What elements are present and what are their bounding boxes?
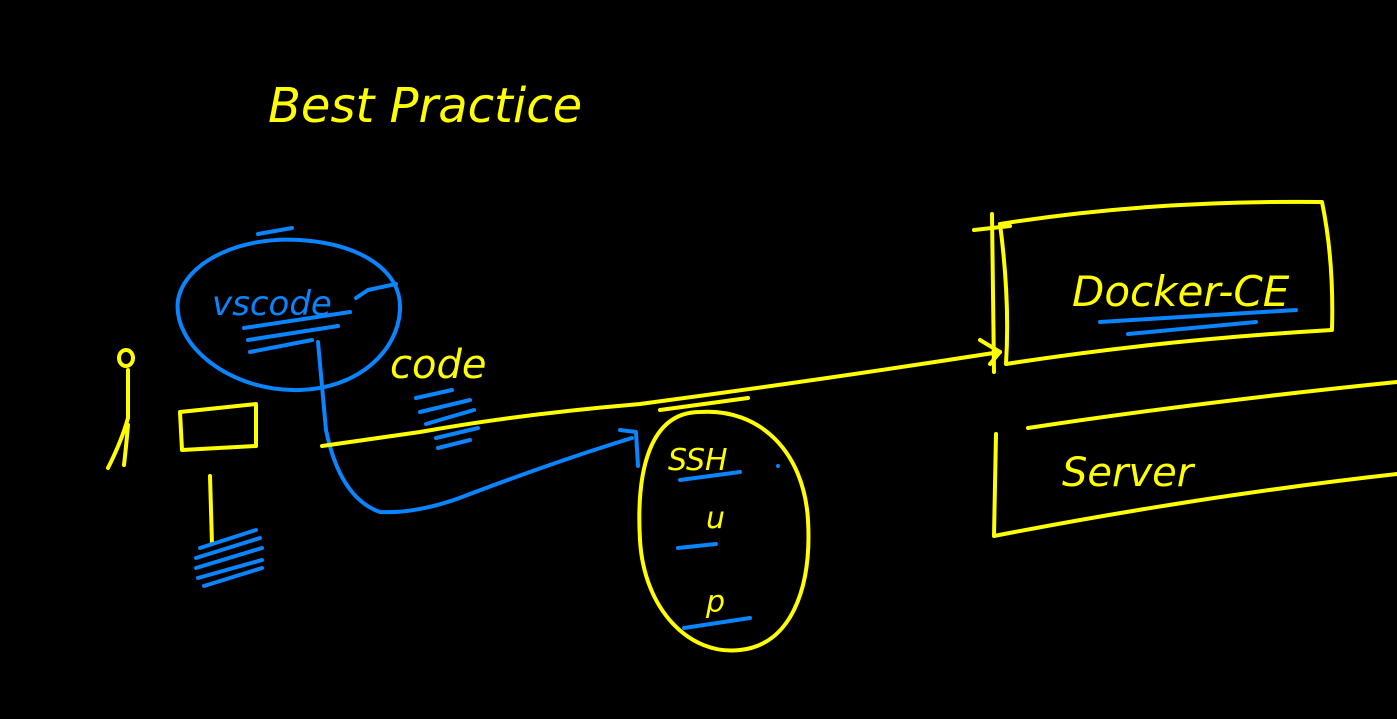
ssh-user-label: u <box>706 501 725 536</box>
server-label: Server <box>1062 450 1196 496</box>
person-figure <box>106 348 135 470</box>
code-label: code <box>390 342 486 388</box>
laptop-box <box>178 402 258 546</box>
docker-label: Docker-CE <box>1072 267 1290 316</box>
code-hatching <box>414 388 480 450</box>
docker-box: Docker-CE <box>972 199 1335 374</box>
ssh-node: SSH u p <box>637 396 811 653</box>
laptop-hatching <box>194 528 264 588</box>
laptop-to-docker-link <box>320 350 1002 448</box>
ssh-label: SSH <box>668 443 728 478</box>
vscode-to-ssh-link <box>316 340 634 515</box>
ssh-password-label: p <box>705 585 725 620</box>
heading-text: Best Practice <box>268 78 582 134</box>
server-box: Server <box>992 380 1397 538</box>
vscode-node: vscode <box>175 226 403 393</box>
